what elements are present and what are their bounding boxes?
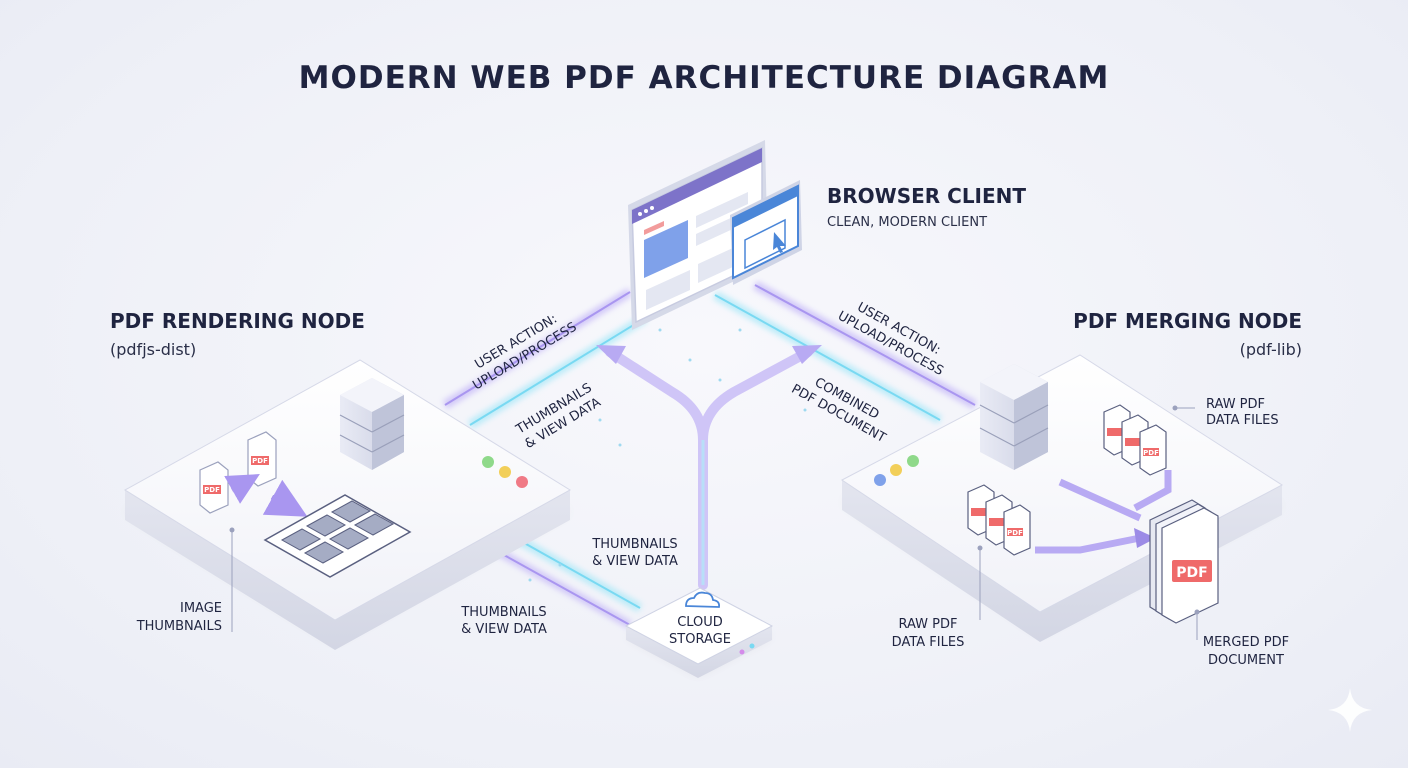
merge-node-title: PDF MERGING NODE [1073, 309, 1302, 333]
merge-merged-line1: MERGED PDF [1203, 635, 1289, 650]
svg-text:& VIEW DATA: & VIEW DATA [461, 622, 547, 637]
edge-label-storage-left: THUMBNAILS & VIEW DATA [460, 605, 547, 637]
svg-text:THUMBNAILS: THUMBNAILS [591, 537, 677, 552]
render-server-icon [339, 378, 405, 470]
status-dot-yellow [499, 466, 511, 478]
browser-client-desc: CLEAN, MODERN CLIENT [827, 215, 987, 230]
render-node-platform: PDF PDF [124, 359, 571, 650]
callout-dot [1172, 405, 1178, 411]
status-dot-blue [874, 474, 886, 486]
edge-label-left-action: USER ACTION: UPLOAD/PROCESS [470, 312, 579, 394]
cloud-storage-node [624, 587, 774, 678]
merge-raw-top-line2: DATA FILES [1206, 413, 1279, 428]
status-dot-green [482, 456, 494, 468]
connection-beams [442, 281, 978, 629]
svg-text:PDF: PDF [204, 486, 220, 494]
storage-name-line2: STORAGE [669, 632, 731, 647]
merge-flow-arrow [1133, 470, 1172, 512]
diagram-title: MODERN WEB PDF ARCHITECTURE DIAGRAM [299, 60, 1110, 96]
merge-flow-arrow [1058, 478, 1142, 522]
svg-text:THUMBNAILS: THUMBNAILS [460, 605, 546, 620]
merge-server-icon [979, 364, 1049, 470]
sparkle-icon [1328, 688, 1372, 732]
beam-left-return [467, 314, 648, 429]
process-arrow [262, 479, 308, 517]
merge-raw-bottom-line1: RAW PDF [898, 617, 957, 632]
merge-raw-bottom-line2: DATA FILES [892, 635, 965, 650]
storage-name-line1: CLOUD [677, 615, 723, 630]
cursor-icon [773, 232, 786, 253]
process-arrow [224, 474, 260, 504]
status-dot-red [516, 476, 528, 488]
merge-node-lib: (pdf-lib) [1240, 340, 1302, 359]
sparkle-particles [528, 328, 807, 582]
render-callout-line1: IMAGE [180, 601, 222, 616]
edge-label-right-return: COMBINED PDF DOCUMENT [789, 375, 889, 446]
raw-pdf-files-bottom-icon: PDF [967, 484, 1031, 556]
svg-text:PDF: PDF [252, 457, 268, 465]
beam-right-action [752, 281, 978, 409]
browser-client-title: BROWSER CLIENT [827, 184, 1026, 208]
callout-dot [977, 545, 983, 551]
storage-fork-arrows [596, 345, 822, 590]
callout-dot [1194, 609, 1200, 615]
pdf-file-icon: PDF [247, 431, 277, 487]
merge-raw-top-line1: RAW PDF [1206, 397, 1265, 412]
svg-text:PDF: PDF [1176, 565, 1207, 581]
cloud-icon [685, 591, 721, 608]
browser-window-popup [730, 180, 802, 285]
svg-text:PDF: PDF [1143, 449, 1159, 457]
render-node-title: PDF RENDERING NODE [110, 309, 365, 333]
beam-left-action [442, 288, 633, 409]
render-node-lib: (pdfjs-dist) [110, 340, 196, 359]
raw-pdf-files-top-icon: PDF [1103, 404, 1167, 476]
merge-flow-arrow [1035, 534, 1141, 554]
thumbnail-grid-icon [263, 494, 412, 578]
svg-text:PDF: PDF [1007, 529, 1023, 537]
merge-node-platform: PDF PDF PDF [841, 354, 1283, 642]
pdf-file-icon: PDF [199, 461, 229, 514]
beam-storage-left [493, 531, 643, 629]
edge-label-storage-up: THUMBNAILS & VIEW DATA [591, 537, 678, 569]
callout-dot [229, 527, 235, 533]
browser-window-main [628, 140, 768, 330]
browser-client [628, 140, 802, 330]
status-dot-yellow [890, 464, 902, 476]
svg-text:& VIEW DATA: & VIEW DATA [592, 554, 678, 569]
merge-arrow-head [1134, 528, 1156, 548]
beam-right-return [712, 291, 943, 424]
merge-merged-line2: DOCUMENT [1208, 653, 1284, 668]
render-callout-line2: THUMBNAILS [136, 619, 222, 634]
merged-pdf-document-icon: PDF [1149, 499, 1219, 624]
status-dot-green [907, 455, 919, 467]
